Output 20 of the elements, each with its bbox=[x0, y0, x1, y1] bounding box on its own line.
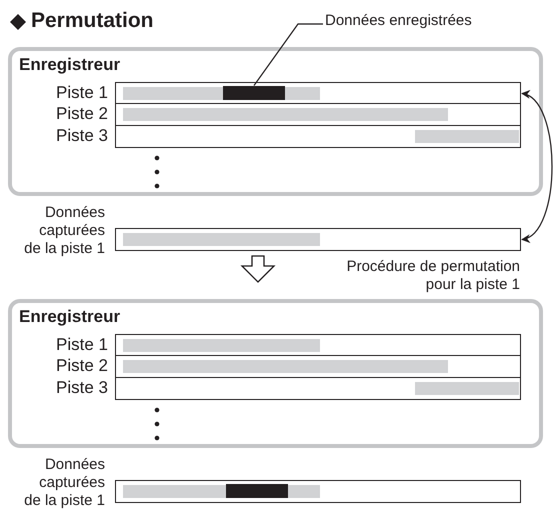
panel-heading: Enregistreur bbox=[19, 307, 120, 327]
leader-line bbox=[254, 23, 323, 86]
track-label: Piste 3 bbox=[55, 377, 108, 399]
track-label: Piste 2 bbox=[55, 103, 108, 125]
capture-label: Données capturées de la piste 1 bbox=[23, 456, 105, 510]
track-label: Piste 3 bbox=[55, 125, 108, 147]
track-label: Piste 1 bbox=[55, 334, 108, 356]
process-note: Procédure de permutation pour la piste 1 bbox=[346, 258, 520, 294]
recorder-panel bbox=[8, 299, 543, 448]
panel-heading: Enregistreur bbox=[19, 55, 120, 75]
recorder-panel bbox=[8, 47, 543, 196]
callout-text: Données enregistrées bbox=[325, 12, 472, 30]
recorded-data-block bbox=[226, 484, 288, 498]
track-label: Piste 1 bbox=[55, 82, 108, 104]
curved-arrow bbox=[521, 92, 553, 241]
title: Permutation bbox=[31, 8, 154, 34]
track-label: Piste 2 bbox=[55, 355, 108, 377]
recorded-data-block bbox=[223, 86, 285, 100]
capture-label: Données capturées de la piste 1 bbox=[23, 204, 105, 258]
hollow-arrow bbox=[240, 255, 276, 283]
